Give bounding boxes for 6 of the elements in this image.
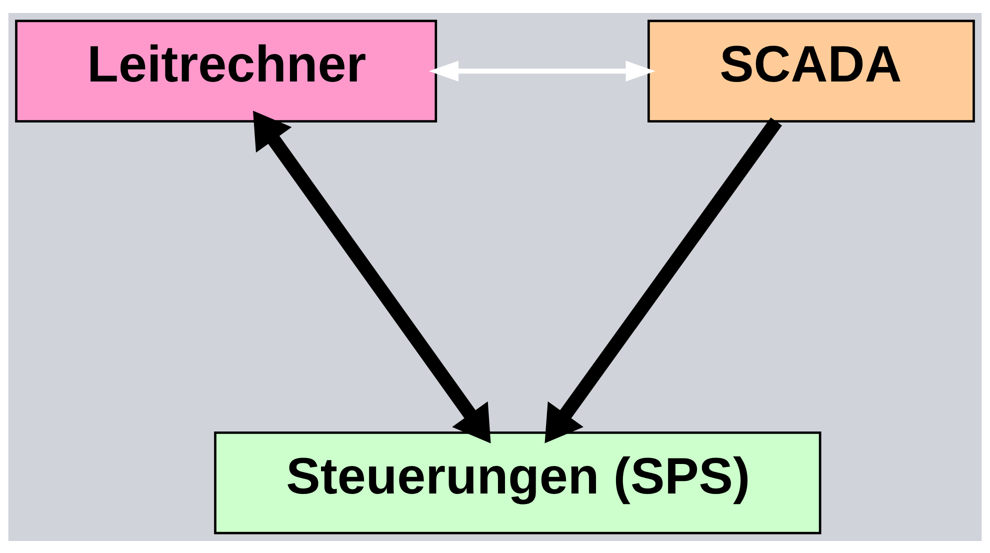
node-box: Steuerungen (SPS) (214, 430, 822, 534)
arrow (428, 60, 656, 81)
arrow (544, 116, 782, 443)
arrow (252, 110, 491, 443)
node-box: Leitrechner (15, 19, 438, 122)
node-box: SCADA (647, 19, 975, 122)
